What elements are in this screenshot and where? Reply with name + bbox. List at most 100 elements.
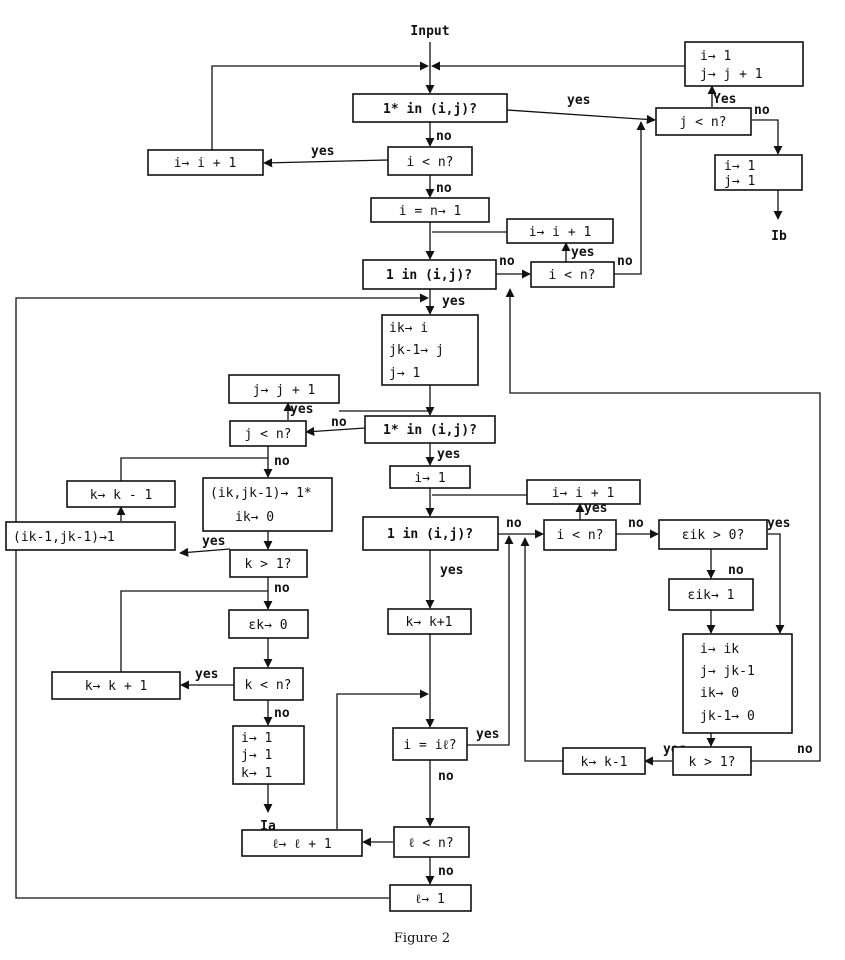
- svg-text:ℓ→ 1: ℓ→ 1: [415, 892, 445, 907]
- svg-text:j→ 1: j→ 1: [241, 748, 272, 763]
- node-i-one: i→ 1: [389, 465, 471, 489]
- edge-label-no: no: [436, 181, 452, 196]
- figure-caption: Figure 2: [394, 931, 450, 946]
- svg-text:k→ k - 1: k→ k - 1: [90, 488, 153, 503]
- node-reset-ijk: i→ 1 j→ 1 k→ 1: [232, 725, 305, 785]
- node-i-eq-n: i = n→ 1: [370, 197, 490, 223]
- edge-label-yes-capital: Yes: [713, 92, 736, 107]
- svg-text:i→ i + 1: i→ i + 1: [529, 225, 592, 240]
- svg-text:i < n?: i < n?: [549, 268, 596, 283]
- edge-labels: yes no yes no Yes no yes no no yes yes n…: [195, 92, 813, 879]
- node-k-lt-n: k < n?: [233, 667, 304, 701]
- node-i-inc-2: i→ i + 1: [506, 218, 614, 244]
- node-i-lt-n-2: i < n?: [530, 261, 615, 288]
- edge-label-no: no: [274, 706, 290, 721]
- svg-text:εik→ 1: εik→ 1: [688, 588, 735, 603]
- svg-text:k > 1?: k > 1?: [245, 557, 292, 572]
- svg-text:i→ 1: i→ 1: [241, 731, 272, 746]
- node-l-one: ℓ→ 1: [389, 884, 472, 912]
- edge-label-yes: yes: [311, 144, 334, 159]
- svg-text:jk-1→ j: jk-1→ j: [389, 343, 444, 358]
- edge-label-no: no: [436, 129, 452, 144]
- node-k-gt-1-right: k > 1?: [672, 746, 752, 776]
- svg-text:k→ k-1: k→ k-1: [581, 755, 628, 770]
- edge-label-no: no: [331, 415, 347, 430]
- node-k-dec-right: k→ k-1: [562, 747, 646, 775]
- edge-label-no: no: [728, 563, 744, 578]
- edge-label-no: no: [438, 769, 454, 784]
- node-i-inc-3: i→ i + 1: [526, 479, 641, 505]
- svg-text:1 in (i,j)?: 1 in (i,j)?: [386, 268, 472, 283]
- edge-label-yes: yes: [440, 563, 463, 578]
- svg-text:i→ i + 1: i→ i + 1: [552, 486, 615, 501]
- svg-text:ℓ→ ℓ + 1: ℓ→ ℓ + 1: [272, 837, 331, 852]
- node-eps-k: εk→ 0: [228, 609, 309, 639]
- svg-text:i→ 1: i→ 1: [700, 49, 731, 64]
- svg-text:j→ 1: j→ 1: [389, 366, 420, 381]
- node-k-gt-1-left: k > 1?: [229, 549, 308, 578]
- node-j-lt-n-mid: j < n?: [229, 420, 307, 447]
- edge-label-no: no: [754, 103, 770, 118]
- svg-text:1* in (i,j)?: 1* in (i,j)?: [383, 102, 477, 117]
- edge-label-yes: yes: [767, 516, 790, 531]
- edge-label-yes: yes: [567, 93, 590, 108]
- svg-text:i→ ik: i→ ik: [700, 642, 739, 657]
- edge-label-yes: yes: [437, 447, 460, 462]
- svg-text:ik→ 0: ik→ 0: [700, 686, 739, 701]
- edge-label-yes: yes: [290, 402, 313, 417]
- edge-label-yes: yes: [195, 667, 218, 682]
- svg-text:(ik,jk-1)→ 1*: (ik,jk-1)→ 1*: [210, 486, 312, 501]
- svg-text:k > 1?: k > 1?: [689, 755, 736, 770]
- svg-text:(ik-1,jk-1)→1: (ik-1,jk-1)→1: [13, 530, 115, 545]
- svg-text:1* in (i,j)?: 1* in (i,j)?: [383, 423, 477, 438]
- svg-text:j→ 1: j→ 1: [724, 174, 755, 189]
- edge-label-no: no: [274, 581, 290, 596]
- connectors: [15, 42, 821, 899]
- node-star-check-top: 1* in (i,j)?: [352, 93, 508, 123]
- edge-label-no: no: [499, 254, 515, 269]
- svg-text:εik > 0?: εik > 0?: [682, 528, 745, 543]
- node-i-eq-il: i = iℓ?: [392, 727, 468, 761]
- svg-text:i < n?: i < n?: [407, 155, 454, 170]
- svg-text:j→ j + 1: j→ j + 1: [253, 383, 316, 398]
- svg-text:k→ 1: k→ 1: [241, 766, 272, 781]
- svg-text:i→ i + 1: i→ i + 1: [174, 156, 237, 171]
- svg-text:1 in (i,j)?: 1 in (i,j)?: [387, 527, 473, 542]
- edge-label-yes: yes: [476, 727, 499, 742]
- svg-text:k < n?: k < n?: [245, 678, 292, 693]
- edge-label-no: no: [274, 454, 290, 469]
- node-l-inc: ℓ→ ℓ + 1: [241, 829, 363, 857]
- edge-label-yes: yes: [202, 534, 225, 549]
- edge-label-no: no: [506, 516, 522, 531]
- node-i-lt-n-1: i < n?: [387, 146, 473, 176]
- svg-text:ℓ < n?: ℓ < n?: [408, 836, 453, 851]
- edge-label-no: no: [797, 742, 813, 757]
- node-k-dec-left: k→ k - 1: [66, 480, 176, 508]
- node-j-inc: j→ j + 1: [228, 374, 340, 404]
- svg-text:i = iℓ?: i = iℓ?: [403, 738, 456, 753]
- node-mark-one: (ik-1,jk-1)→1: [5, 521, 176, 551]
- node-one-check-2: 1 in (i,j)?: [362, 516, 499, 551]
- svg-text:jk-1→ 0: jk-1→ 0: [700, 709, 755, 724]
- node-reset-right: i→ 1 j→ 1: [714, 154, 803, 191]
- node-eps-ik-one: εik→ 1: [668, 578, 754, 611]
- edge-label-no: no: [438, 864, 454, 879]
- svg-text:i < n?: i < n?: [557, 528, 604, 543]
- edge-label-yes: yes: [442, 294, 465, 309]
- input-label: Input: [410, 24, 449, 39]
- svg-text:ik→ 0: ik→ 0: [235, 510, 274, 525]
- svg-text:i = n→ 1: i = n→ 1: [399, 204, 462, 219]
- svg-text:i→ 1: i→ 1: [724, 159, 755, 174]
- svg-text:i→ 1: i→ 1: [414, 471, 445, 486]
- node-assign-ik: ik→ i jk-1→ j j→ 1: [381, 314, 479, 386]
- node-reset-top: i→ 1 j→ j + 1: [684, 41, 804, 87]
- node-eps-ik-pos: εik > 0?: [658, 519, 768, 550]
- node-l-lt-n: ℓ < n?: [393, 826, 470, 858]
- svg-text:j < n?: j < n?: [245, 427, 292, 442]
- node-i-lt-n-3: i < n?: [543, 519, 617, 551]
- edge-label-no: no: [628, 516, 644, 531]
- svg-text:k→ k+1: k→ k+1: [406, 615, 453, 630]
- svg-text:j < n?: j < n?: [680, 115, 727, 130]
- node-assign-back: i→ ik j→ jk-1 ik→ 0 jk-1→ 0: [682, 633, 793, 734]
